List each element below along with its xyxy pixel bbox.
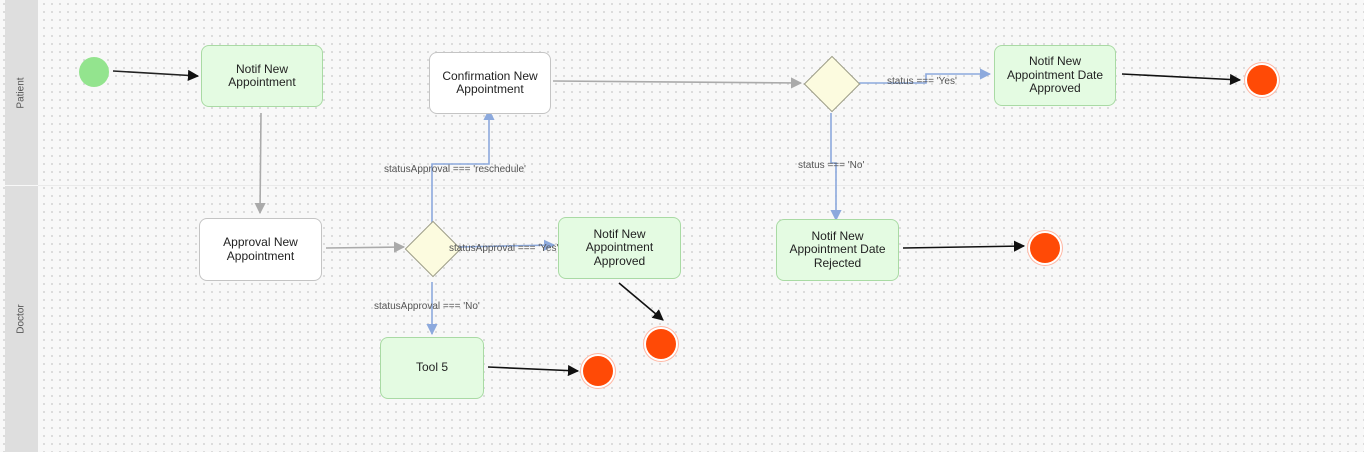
edge-label-approval-no: statusApproval === 'No'	[374, 301, 480, 312]
end-node-tool-5[interactable]	[583, 356, 613, 386]
task-notif-new-appointment[interactable]: Notif New Appointment	[201, 45, 323, 107]
lane-divider	[38, 185, 1364, 186]
edge-approved-to-end	[618, 282, 664, 321]
end-node-date-rejected[interactable]	[1030, 233, 1060, 263]
edge-approval-to-decision	[325, 241, 406, 253]
edge-label-status-no: status === 'No'	[798, 160, 865, 171]
edge-status-no	[830, 113, 842, 222]
edge-label-reschedule: statusApproval === 'reschedule'	[384, 164, 526, 175]
edge-notif-to-approval	[254, 112, 266, 215]
task-notif-date-approved[interactable]: Notif New Appointment Date Approved	[994, 45, 1116, 106]
task-tool-5[interactable]: Tool 5	[380, 337, 484, 399]
task-notif-new-appointment-approved[interactable]: Notif New Appointment Approved	[558, 217, 681, 279]
edge-date-rejected-to-end	[902, 240, 1026, 252]
edge-start-to-notif	[112, 69, 200, 81]
lane-patient: Patient	[5, 0, 38, 185]
lane-doctor: Doctor	[5, 186, 38, 452]
edge-status-yes	[859, 68, 992, 84]
edge-date-approved-to-end	[1121, 73, 1242, 86]
end-node-approved[interactable]	[646, 329, 676, 359]
task-notif-date-rejected[interactable]: Notif New Appointment Date Rejected	[776, 219, 899, 281]
end-node-date-approved[interactable]	[1247, 65, 1277, 95]
start-node[interactable]	[79, 57, 109, 87]
edge-approval-yes	[457, 239, 556, 251]
task-confirmation-new-appointment[interactable]: Confirmation New Appointment	[429, 52, 551, 114]
edge-confirmation-to-decision	[552, 77, 803, 89]
edge-label-status-yes: status === 'Yes'	[887, 76, 957, 87]
edge-tool5-to-end	[487, 364, 580, 377]
edge-label-approval-yes: statusApproval === 'Yes'	[449, 243, 559, 254]
task-approval-new-appointment[interactable]: Approval New Appointment	[199, 218, 322, 281]
edge-reschedule	[431, 108, 495, 223]
